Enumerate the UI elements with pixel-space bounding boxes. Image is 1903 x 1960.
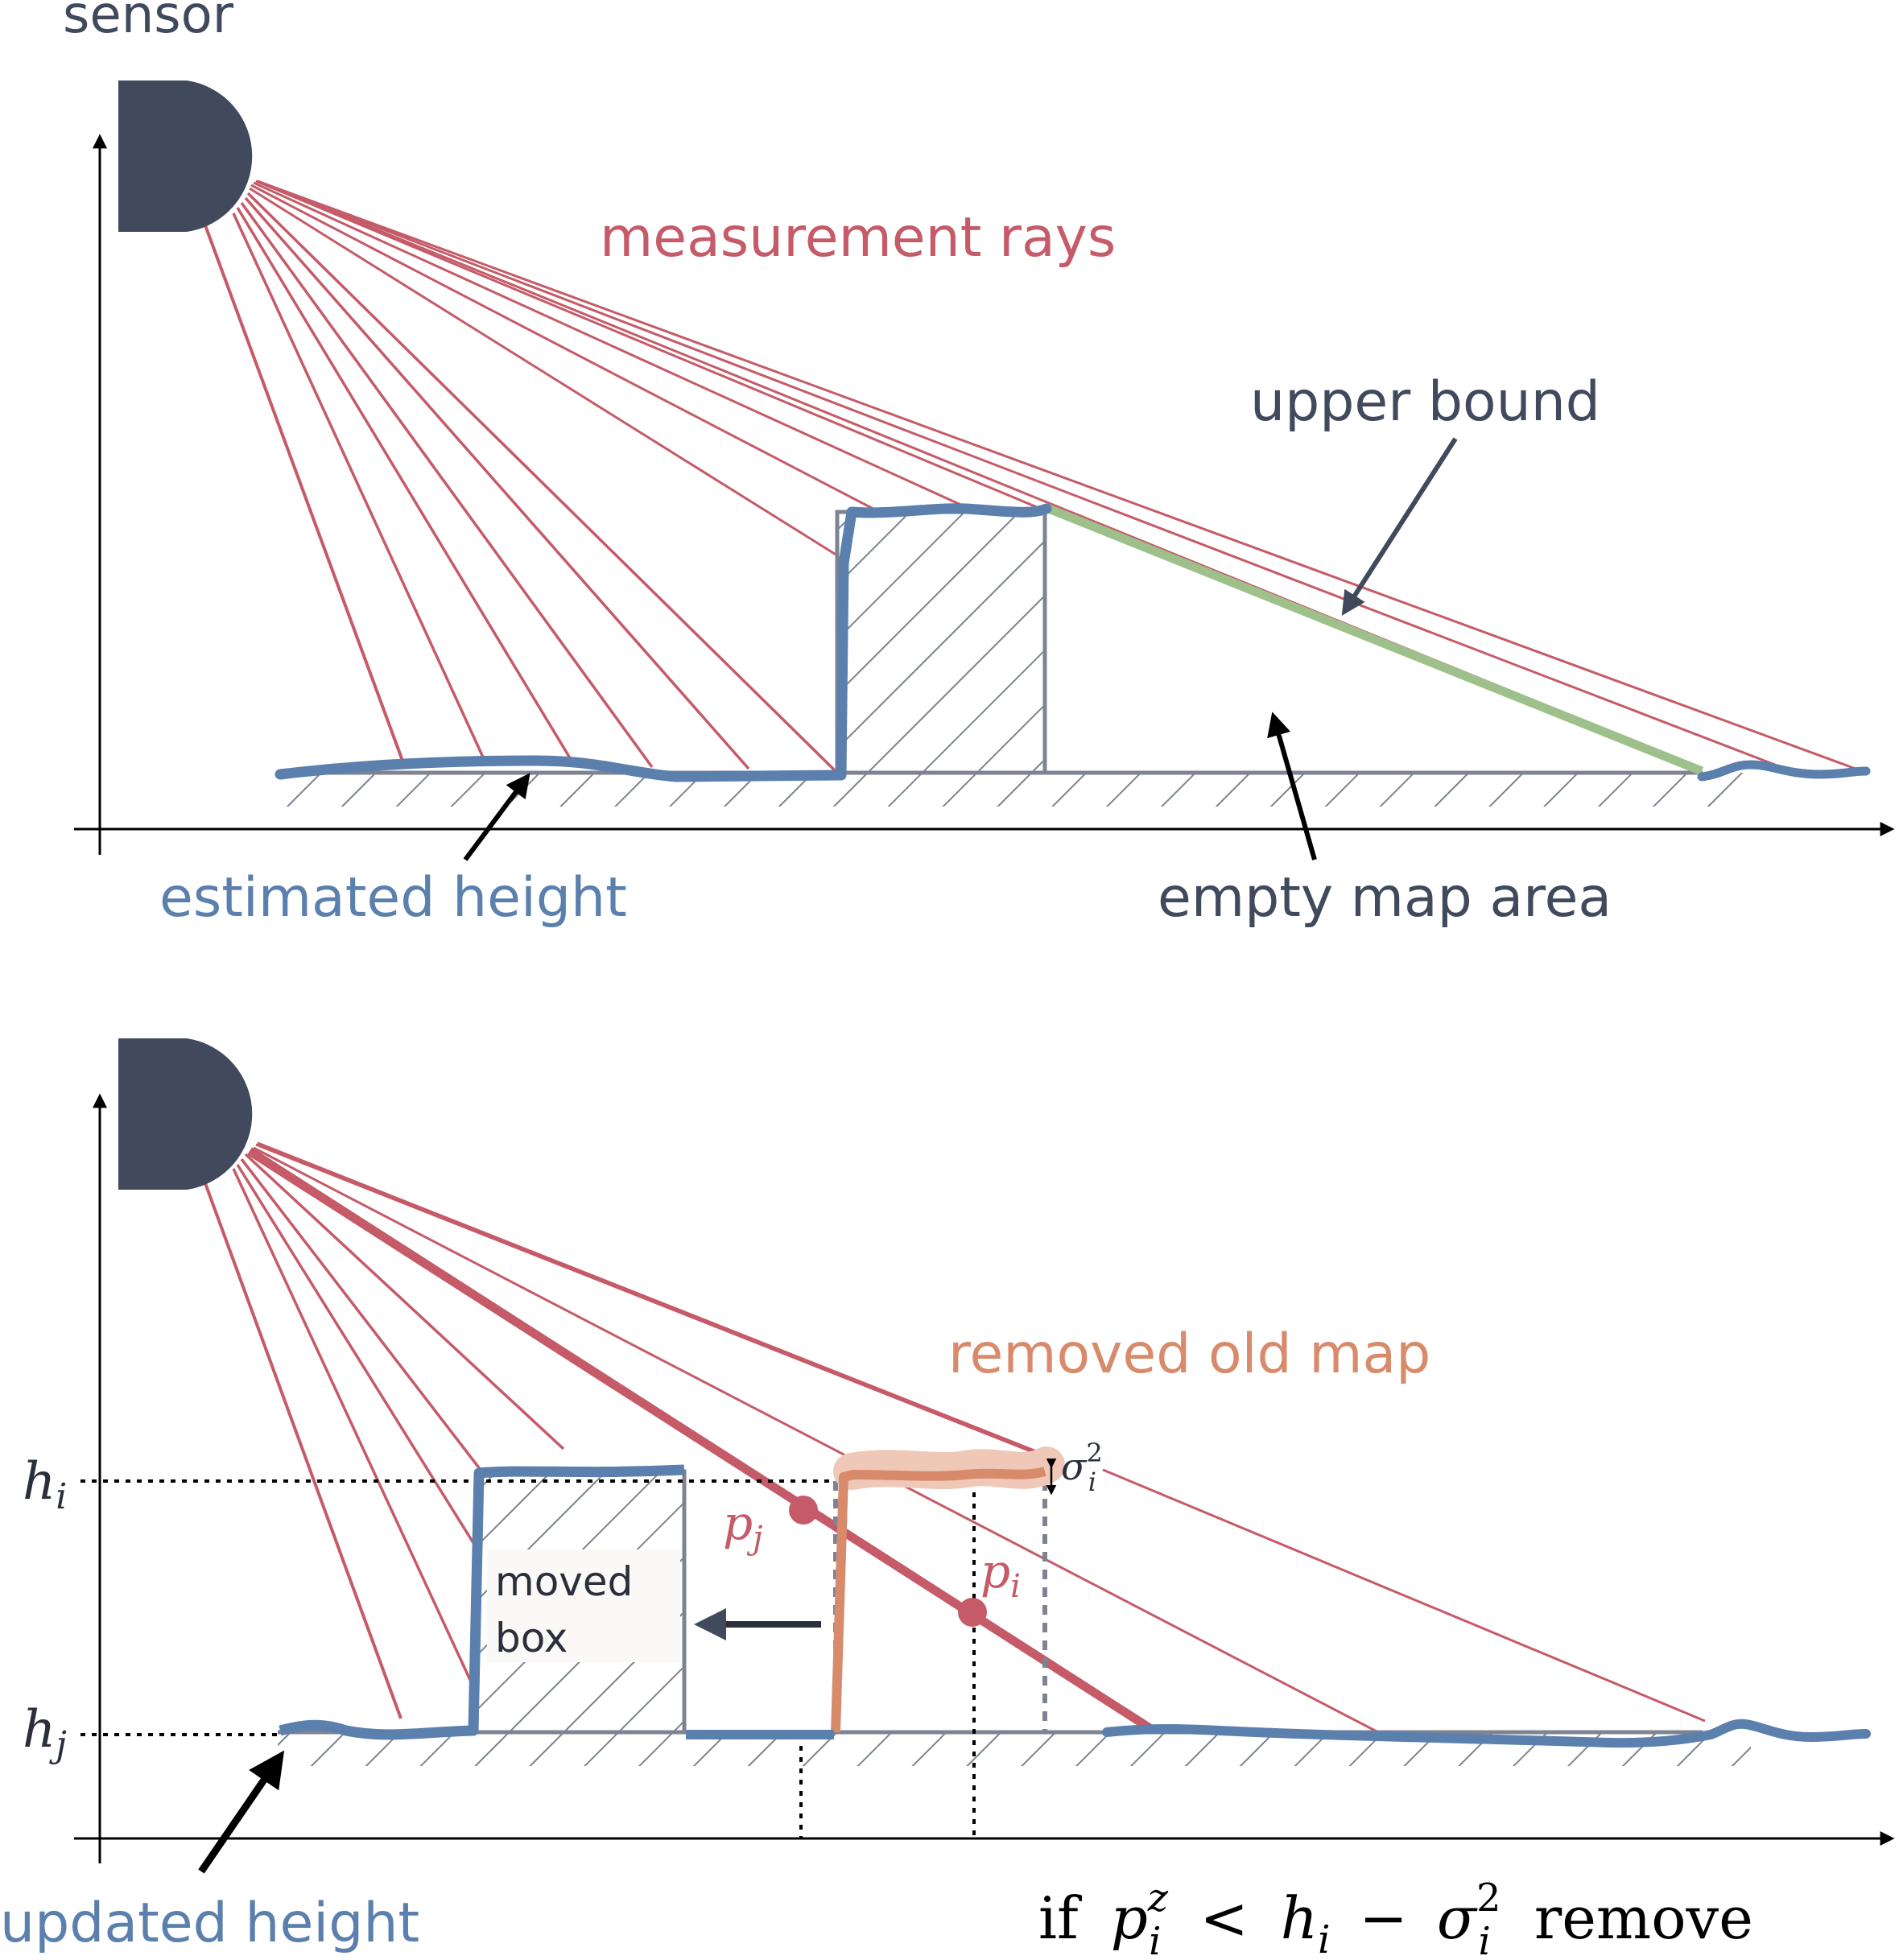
updated-height-right bbox=[1102, 1719, 1871, 1748]
empty-map-arrow bbox=[1267, 712, 1317, 860]
updated-height-arrow bbox=[198, 1750, 285, 1874]
h-j-label: hj bbox=[23, 1700, 67, 1765]
moved-box-text-bg bbox=[487, 1549, 680, 1662]
point-p-i bbox=[958, 1598, 987, 1627]
top-panel: sensor measurement rays upper bound empt… bbox=[63, 0, 1895, 930]
updated-height-line bbox=[279, 1464, 685, 1740]
removed-old-map-label: removed old map bbox=[948, 1322, 1430, 1386]
top-sensor-icon bbox=[118, 80, 253, 232]
estimated-height-line bbox=[275, 503, 1052, 782]
top-ground-hatch bbox=[278, 773, 1751, 807]
estimated-height-label: estimated height bbox=[159, 866, 627, 930]
updated-height-label: updated height bbox=[0, 1892, 419, 1955]
reference-dotted-lines bbox=[80, 1479, 976, 1838]
point-p-j bbox=[789, 1496, 818, 1525]
upper-bound-arrow bbox=[1341, 437, 1458, 617]
top-box-hatch bbox=[837, 512, 1045, 773]
removed-old-map-line bbox=[831, 1467, 1046, 1733]
bottom-measurement-rays bbox=[204, 1141, 1706, 1734]
estimated-height-tail bbox=[1697, 760, 1871, 782]
estimated-height-arrow bbox=[463, 773, 530, 861]
bottom-sensor-icon bbox=[118, 1038, 253, 1190]
moved-box-label-2: box bbox=[495, 1615, 568, 1661]
upper-bound-label: upper bound bbox=[1250, 370, 1600, 434]
h-i-label: hi bbox=[23, 1452, 67, 1517]
sensor-label: sensor bbox=[63, 0, 234, 45]
p-i-label: pi bbox=[980, 1544, 1021, 1605]
empty-map-label: empty map area bbox=[1158, 866, 1612, 930]
old-box-dotted-outline bbox=[833, 1481, 1047, 1732]
bottom-panel: moved box removed old map h bbox=[0, 1038, 1895, 1960]
p-j-label: pj bbox=[723, 1496, 763, 1557]
moved-box-label-1: moved bbox=[495, 1558, 633, 1605]
measurement-rays-label: measurement rays bbox=[600, 206, 1116, 270]
upper-bound-line bbox=[1042, 502, 1704, 776]
